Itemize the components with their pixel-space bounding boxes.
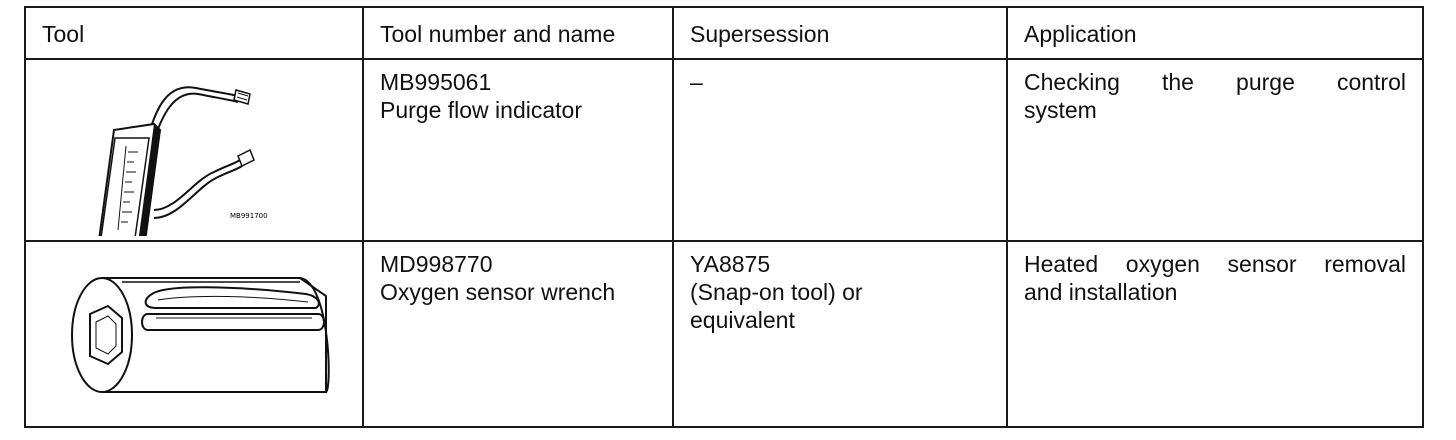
application-line: system <box>1024 97 1097 123</box>
supersession-line: equivalent <box>690 307 795 333</box>
application-cell: Checking the purge control system <box>1006 58 1424 242</box>
application-cell: Heated oxygen sensor removal and install… <box>1006 240 1424 428</box>
tool-name: Oxygen sensor wrench <box>380 279 616 305</box>
tool-image-cell: MB991700 <box>24 58 364 242</box>
tool-number: MB995061 <box>380 69 492 95</box>
header-supersession: Supersession <box>672 6 1008 60</box>
table-row: MD998770 Oxygen sensor wrench YA8875 (Sn… <box>24 240 1424 428</box>
tool-number: MD998770 <box>380 251 493 277</box>
supersession-line: – <box>690 69 703 95</box>
tool-name: Purge flow indicator <box>380 97 582 123</box>
supersession-cell: YA8875 (Snap-on tool) or equivalent <box>672 240 1008 428</box>
tool-image-cell <box>24 240 364 428</box>
application-line: Checking the purge control <box>1024 69 1406 95</box>
supersession-cell: – <box>672 58 1008 242</box>
purge-flow-indicator-illustration: MB991700 <box>98 86 268 236</box>
supersession-line: YA8875 <box>690 251 771 277</box>
supersession-line: (Snap-on tool) or <box>690 279 863 305</box>
application-line: and installation <box>1024 279 1178 305</box>
table-row: MB991700 MB995061 Purge flow indicator –… <box>24 58 1424 242</box>
table-header-row: Tool Tool number and name Supersession A… <box>24 6 1424 60</box>
header-application: Application <box>1006 6 1424 60</box>
application-line: Heated oxygen sensor removal <box>1024 251 1406 277</box>
special-tools-table: Tool Tool number and name Supersession A… <box>24 6 1424 428</box>
oxygen-sensor-wrench-illustration <box>71 277 330 393</box>
tool-number-and-name-cell: MD998770 Oxygen sensor wrench <box>362 240 674 428</box>
header-tool-number-and-name: Tool number and name <box>362 6 674 60</box>
tool-number-and-name-cell: MB995061 Purge flow indicator <box>362 58 674 242</box>
illustration-label: MB991700 <box>230 212 268 220</box>
header-tool: Tool <box>24 6 364 60</box>
